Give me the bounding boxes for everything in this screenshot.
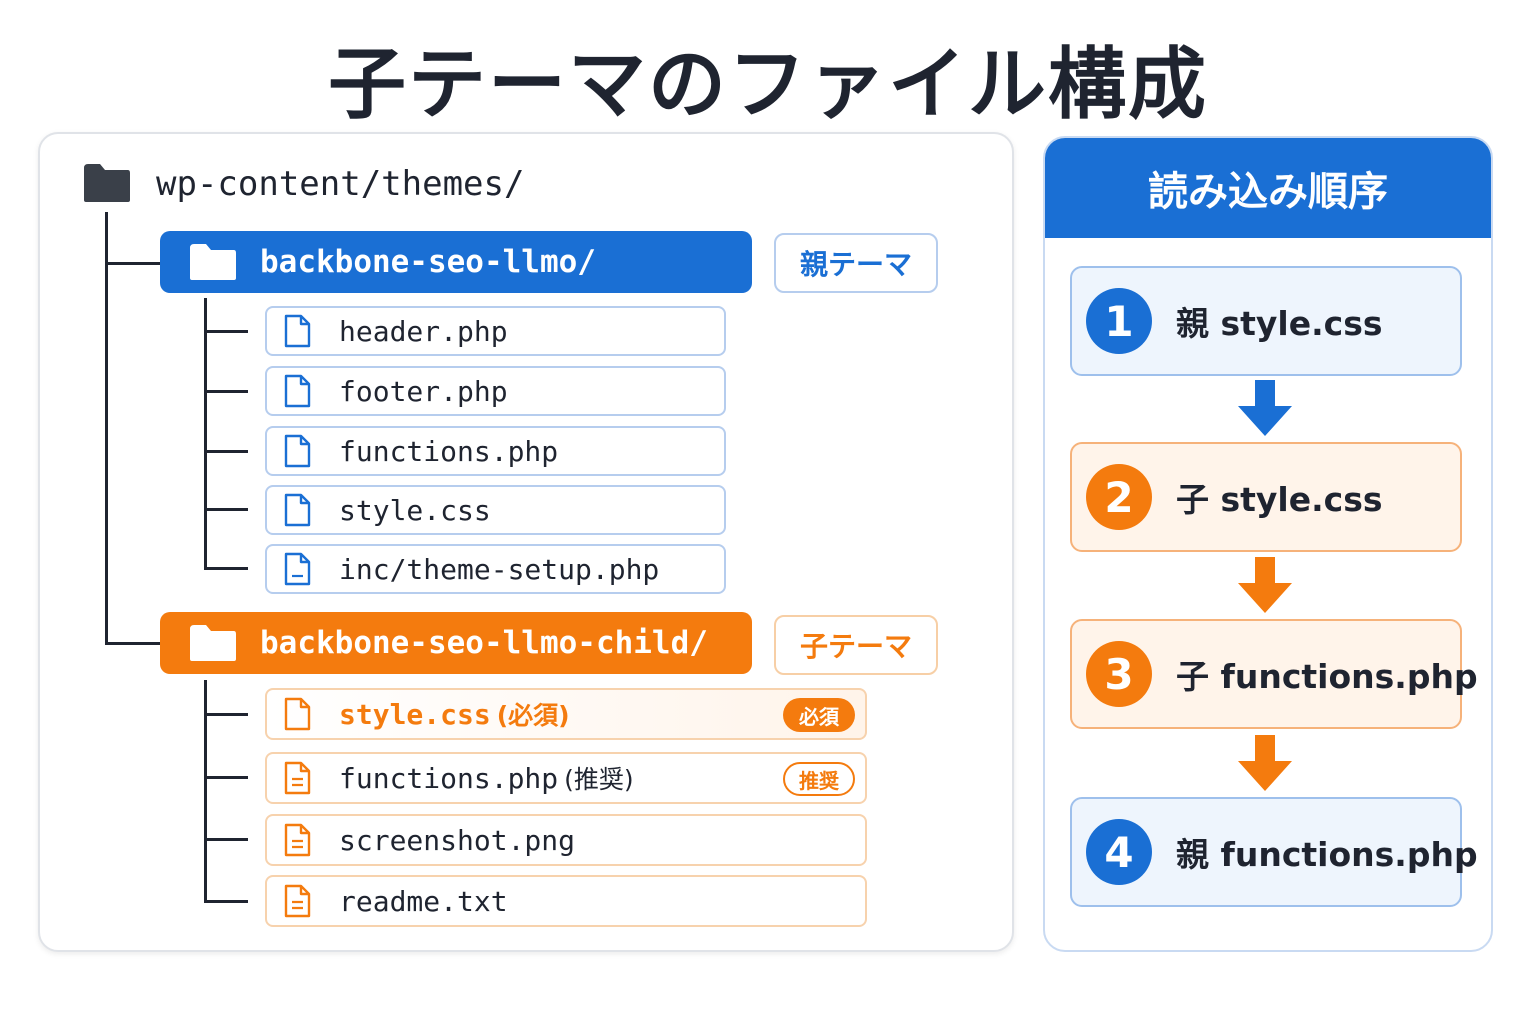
tree-line: [204, 330, 248, 333]
parent-file-header[interactable]: header.php: [265, 306, 726, 356]
file-lines-icon: [284, 761, 311, 795]
folder-icon: [84, 164, 130, 202]
file-name: style.css: [339, 697, 491, 731]
file-icon: [284, 374, 311, 408]
file-name: functions.php: [339, 434, 559, 468]
tree-line: [105, 642, 161, 645]
child-file-style[interactable]: style.css (必須) 必須: [265, 688, 867, 740]
file-lines-icon: [284, 884, 311, 918]
file-name: functions.php: [339, 761, 559, 795]
step-label: 親 style.css: [1176, 304, 1383, 343]
file-name: readme.txt: [339, 884, 508, 918]
file-name: footer.php: [339, 374, 508, 408]
file-name: style.css: [339, 493, 491, 527]
folder-icon: [190, 244, 236, 280]
arrow-down-icon: [1238, 735, 1292, 791]
child-file-screenshot[interactable]: screenshot.png: [265, 814, 867, 866]
parent-file-functions[interactable]: functions.php: [265, 426, 726, 476]
file-suffix: (推奨): [564, 765, 634, 794]
load-step-3: 3 子 functions.php: [1070, 619, 1478, 729]
load-step-2: 2 子 style.css: [1070, 442, 1462, 552]
tree-line: [204, 838, 248, 841]
folder-icon: [190, 625, 236, 661]
page-title: 子テーマのファイル構成: [327, 40, 1208, 130]
file-suffix: (必須): [496, 701, 570, 730]
step-number: 2: [1086, 464, 1152, 530]
child-theme-tag: 子テーマ: [774, 615, 938, 675]
file-name: header.php: [339, 314, 508, 348]
file-icon: [284, 493, 311, 527]
step-number: 3: [1086, 641, 1152, 707]
required-badge: 必須: [783, 698, 855, 732]
step-label: 子 style.css: [1176, 480, 1383, 519]
tree-line: [204, 390, 248, 393]
load-step-4: 4 親 functions.php: [1070, 797, 1478, 907]
parent-file-footer[interactable]: footer.php: [265, 366, 726, 416]
tree-line: [204, 776, 248, 779]
root-folder-label: wp-content/themes/: [156, 164, 525, 204]
tree-line: [105, 212, 108, 644]
step-label: 子 functions.php: [1176, 657, 1478, 696]
tree-line: [204, 713, 248, 716]
load-order-title: 読み込み順序: [1045, 138, 1491, 238]
file-icon: [284, 314, 311, 348]
tree-line: [204, 900, 248, 903]
tree-line: [105, 262, 161, 265]
file-icon: [284, 434, 311, 468]
child-theme-label: backbone-seo-llmo-child/: [260, 625, 708, 661]
parent-theme-tag: 親テーマ: [774, 233, 938, 293]
step-label: 親 functions.php: [1176, 835, 1478, 874]
load-step-1: 1 親 style.css: [1070, 266, 1462, 376]
arrow-down-icon: [1238, 380, 1292, 436]
tree-line: [204, 567, 248, 570]
child-file-functions[interactable]: functions.php (推奨) 推奨: [265, 752, 867, 804]
step-number: 4: [1086, 819, 1152, 885]
parent-theme-label: backbone-seo-llmo/: [260, 244, 596, 280]
tree-line: [204, 298, 207, 570]
parent-theme-folder[interactable]: backbone-seo-llmo/: [160, 231, 752, 293]
file-icon: [284, 697, 311, 731]
file-name: screenshot.png: [339, 823, 576, 857]
parent-file-style[interactable]: style.css: [265, 485, 726, 535]
arrow-down-icon: [1238, 557, 1292, 613]
file-lines-icon: [284, 552, 311, 586]
tree-line: [204, 508, 248, 511]
step-number: 1: [1086, 288, 1152, 354]
tree-line: [204, 680, 207, 903]
child-file-readme[interactable]: readme.txt: [265, 875, 867, 927]
file-lines-icon: [284, 823, 311, 857]
parent-file-theme-setup[interactable]: inc/theme-setup.php: [265, 544, 726, 594]
file-name: inc/theme-setup.php: [339, 552, 660, 586]
recommended-badge: 推奨: [783, 762, 855, 796]
tree-line: [204, 450, 248, 453]
child-theme-folder[interactable]: backbone-seo-llmo-child/: [160, 612, 752, 674]
